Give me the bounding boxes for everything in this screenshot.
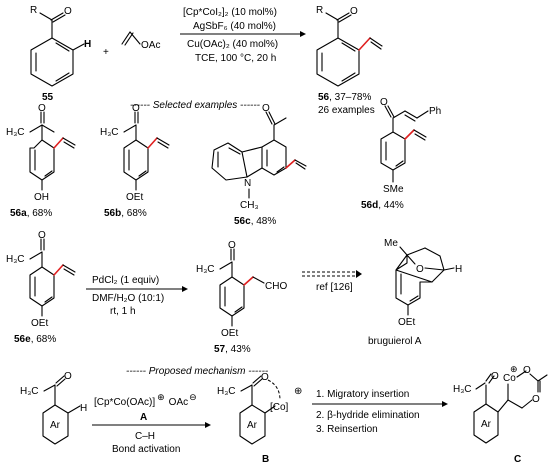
pd-reagent: PdCl₂ (1 equiv) <box>92 275 159 286</box>
example-56e-label: 56e, 68% <box>14 334 56 345</box>
substrate-label: 55 <box>42 92 54 103</box>
copper-additive: Cu(OAc)₂ (40 mol%) <box>187 39 278 50</box>
coordination-bond <box>267 379 281 401</box>
intermediate-b: H₃C O Ar [Co] ⊕ B <box>217 372 302 465</box>
mechanism-substrate: H₃C O Ar H <box>20 371 87 445</box>
aryl-label: Ar <box>50 420 61 431</box>
methylthio: SMe <box>383 184 404 195</box>
example-56a-label: 56a, 68% <box>10 208 52 219</box>
activation-name: Bond activation <box>112 444 180 455</box>
oxygen-atom: O <box>262 103 270 114</box>
h-atom: H <box>84 39 91 50</box>
cobalt-center: Co <box>503 373 516 384</box>
catalyst-a: [Cp*Co(OAc)]⊕OAc⊖ <box>94 392 197 408</box>
methyl-group: Me <box>384 238 398 249</box>
methyl-label: H₃C <box>6 254 25 265</box>
positive-charge: ⊕ <box>294 386 302 397</box>
example-count: 26 examples <box>318 105 375 116</box>
oxygen-atom: O <box>380 97 388 108</box>
methyl-label: H₃C <box>100 127 119 138</box>
methyl-label: H₃C <box>196 264 215 275</box>
arrow-head <box>182 286 188 292</box>
ethoxy: OEt <box>221 328 238 339</box>
product-56: R O 56, 37–78% 26 examples <box>316 5 383 116</box>
hydroxyl: OH <box>34 192 49 203</box>
intermediate-label: B <box>262 454 269 465</box>
selected-examples-title: ------ Selected examples ------ <box>130 100 261 111</box>
arrow-head <box>442 401 448 407</box>
bruguierol-a: Me O H OEt bruguierol A <box>368 238 462 347</box>
product-label: 56, 37–78% <box>318 92 371 103</box>
example-56e: H₃C O OEt 56e, 68% <box>6 230 76 345</box>
oxygen-atom: O <box>64 371 72 382</box>
natural-product-name: bruguierol A <box>368 336 422 347</box>
oxygen-atom: O <box>132 103 140 114</box>
arrow-head <box>300 31 306 37</box>
solvent-condition: DMF/H₂O (10:1) <box>92 293 164 304</box>
phenyl-group: Ph <box>429 106 441 117</box>
vinyl-acetate: OAc <box>121 31 160 51</box>
example-56b-label: 56b, 68% <box>104 208 147 219</box>
example-56d-label: 56d, 44% <box>361 200 404 211</box>
step-elimination: 2. β-hydride elimination <box>316 410 420 421</box>
compound-57: H₃C O CHO OEt 57, 43% <box>196 240 287 355</box>
bridgehead-h: H <box>455 264 462 275</box>
ethoxy: OEt <box>126 192 143 203</box>
ethoxy: OEt <box>31 318 48 329</box>
step-migratory: 1. Migratory insertion <box>316 389 409 400</box>
intermediate-c: H₃C O Co ⊕ O O Ar C <box>453 364 548 465</box>
oxygen-atom: O <box>228 240 236 251</box>
example-56a: H₃C O OH 56a, 68% <box>6 103 76 219</box>
cobalt-center: [Co] <box>270 402 289 413</box>
acetate-text: OAc <box>141 40 160 51</box>
silver-additive: AgSbF₆ (40 mol%) <box>193 21 276 32</box>
oxygen-atom: O <box>38 103 46 114</box>
mechanism-title: ------ Proposed mechanism ------ <box>126 366 269 377</box>
example-56d: O Ph SMe 56d, 44% <box>361 97 441 211</box>
arrow-head <box>205 422 211 428</box>
oxygen-atom: O <box>491 371 499 382</box>
aryl-label: Ar <box>247 420 258 431</box>
intermediate-label: C <box>514 454 521 465</box>
aryl-label: Ar <box>481 419 492 430</box>
oxygen-atom: O <box>523 365 531 376</box>
oxygen-atom: O <box>261 372 269 383</box>
example-56b: H₃C O OEt 56b, 68% <box>100 103 170 219</box>
methyl-label: H₃C <box>20 386 39 397</box>
compound-57-label: 57, 43% <box>214 344 251 355</box>
time-condition: rt, 1 h <box>110 306 136 317</box>
oxygen-atom: O <box>350 6 358 17</box>
example-56c: O N CH₃ 56c, 48% <box>211 103 307 227</box>
substrate-55: R O H 55 <box>30 5 91 103</box>
plus-sign: + <box>103 47 109 58</box>
methyl-label: H₃C <box>453 384 472 395</box>
oxygen-atom: O <box>64 6 72 17</box>
step-reinsertion: 3. Reinsertion <box>316 424 378 435</box>
methyl-label: H₃C <box>6 127 25 138</box>
n-methyl: CH₃ <box>240 200 259 211</box>
ethoxy: OEt <box>398 317 415 328</box>
r-group: R <box>30 5 37 16</box>
oxygen-atom: O <box>532 394 540 405</box>
catalyst-label: A <box>140 412 147 423</box>
reference: ref [126] <box>316 282 353 293</box>
bridging-oxygen: O <box>416 264 424 275</box>
arrow-head <box>356 270 362 278</box>
aldehyde-group: CHO <box>265 281 287 292</box>
oxygen-atom: O <box>38 230 46 241</box>
example-56c-label: 56c, 48% <box>234 216 276 227</box>
nitrogen-atom: N <box>244 178 251 189</box>
methyl-label: H₃C <box>217 386 236 397</box>
positive-charge: ⊕ <box>510 364 518 374</box>
solvent-temperature: TCE, 100 °C, 20 h <box>195 53 276 64</box>
r-group: R <box>316 5 323 16</box>
catalyst-condition: [Cp*CoI₂]₂ (10 mol%) <box>183 7 277 18</box>
h-atom: H <box>80 403 87 414</box>
activation-step: C–H <box>135 431 155 442</box>
